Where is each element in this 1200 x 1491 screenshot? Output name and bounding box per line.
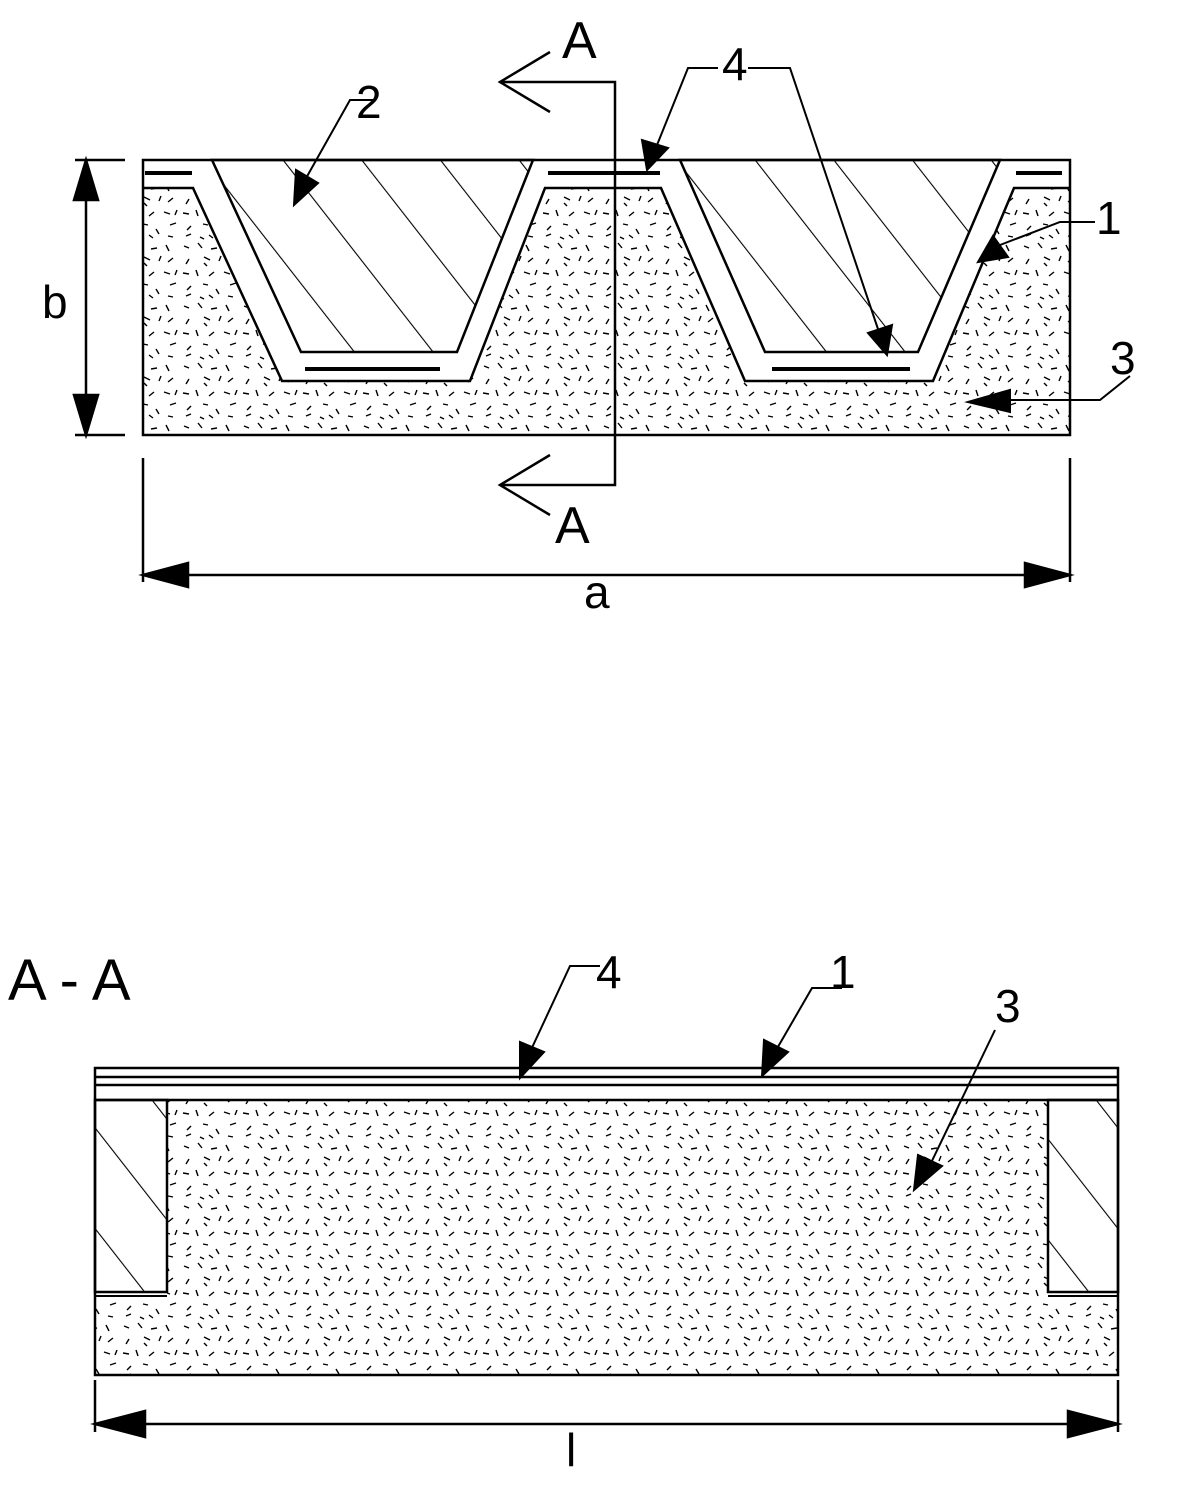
fill-block-left <box>93 1098 169 1294</box>
section-view: A - A 4 1 3 <box>8 946 1123 1476</box>
section-label-4-reinforcement: 4 <box>596 946 622 998</box>
label-3-foam: 3 <box>1110 332 1136 384</box>
dimension-l-label: l <box>566 1424 576 1476</box>
section-line <box>497 50 617 517</box>
dimension-l <box>90 1380 1123 1439</box>
section-mark-top: A <box>562 12 597 70</box>
top-view-outline <box>141 158 1072 437</box>
section-foam-region <box>95 1100 1118 1375</box>
fill-block-right <box>1046 1098 1120 1294</box>
section-label-1-wall: 1 <box>830 946 856 998</box>
section-title: A - A <box>8 948 131 1013</box>
dimension-b-label: b <box>42 276 68 328</box>
fill-region-left <box>210 158 535 354</box>
foam-region <box>143 188 1070 435</box>
label-2-fill: 2 <box>356 76 382 128</box>
section-label-3-foam: 3 <box>995 980 1021 1032</box>
dimension-a-label: a <box>584 566 610 618</box>
reinforcement-strips <box>145 171 1062 371</box>
label-1-wall: 1 <box>1096 192 1122 244</box>
fill-region-right <box>678 158 1002 354</box>
leader-lines-section <box>519 965 996 1193</box>
label-4-reinforcement: 4 <box>722 38 748 90</box>
leader-lines-top <box>292 67 1131 414</box>
section-mark-bottom: A <box>555 497 590 555</box>
dimension-b <box>72 155 125 440</box>
dimension-a <box>138 458 1075 589</box>
wall-outer-line <box>143 186 1070 383</box>
top-view: A A 2 4 1 3 <box>42 12 1136 618</box>
section-top-layers <box>93 1066 1120 1377</box>
